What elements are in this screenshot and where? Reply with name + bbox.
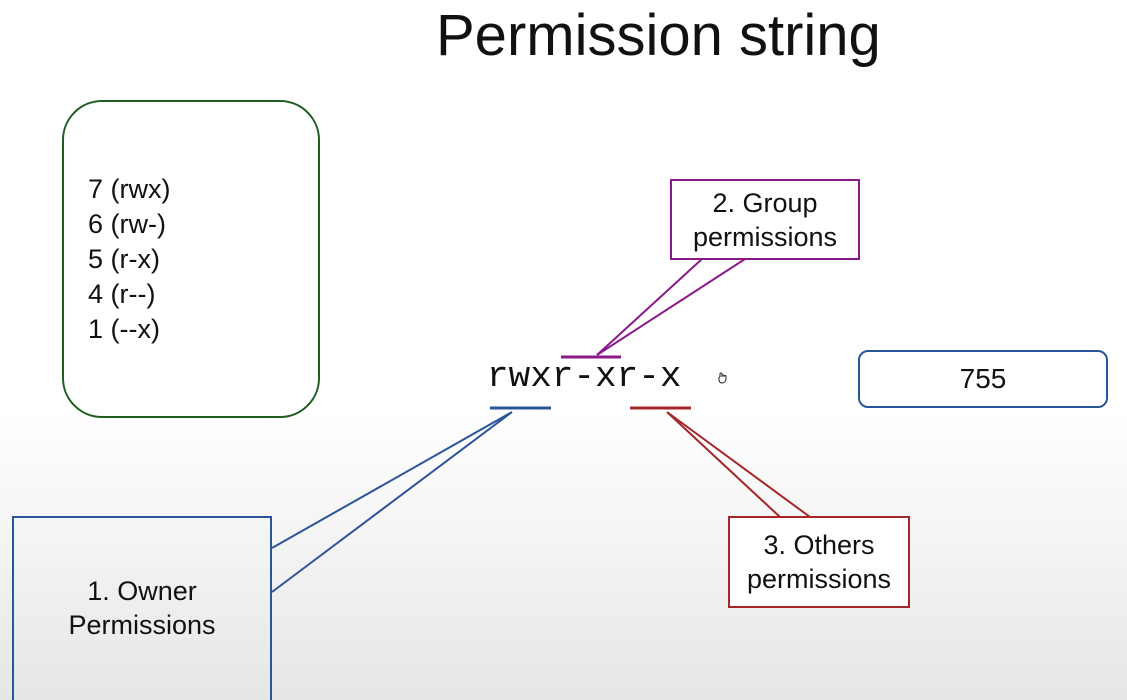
group-permission-part: r-x: [551, 356, 617, 397]
owner-callout-line-1: 1. Owner: [87, 576, 197, 606]
octal-value-4: 4 (r--): [88, 279, 156, 309]
group-pointer: [596, 258, 746, 356]
octal-values-list: 7 (rwx) 6 (rw-) 5 (r-x) 4 (r--) 1 (--x): [88, 172, 171, 347]
octal-value-7: 7 (rwx): [88, 174, 171, 204]
page-title: Permission string: [436, 3, 881, 68]
octal-value-1: 1 (--x): [88, 314, 160, 344]
owner-permission-part: rwx: [487, 356, 552, 397]
others-permissions-callout: 3. Others permissions: [728, 516, 910, 608]
octal-result-value: 755: [959, 363, 1007, 394]
group-callout-line-1: 2. Group: [712, 188, 818, 218]
others-callout-line-1: 3. Others: [763, 530, 875, 560]
others-callout-line-2: permissions: [746, 564, 892, 594]
owner-callout-line-2: Permissions: [68, 610, 216, 640]
others-permission-part: r-x: [616, 356, 682, 397]
hand-cursor-icon: [718, 372, 727, 384]
owner-permissions-callout: 1. Owner Permissions: [12, 516, 272, 700]
group-permissions-callout: 2. Group permissions: [670, 179, 860, 260]
group-callout-line-2: permissions: [692, 222, 838, 252]
permission-string: rwxr-xr-x: [487, 352, 681, 402]
octal-value-5: 5 (r-x): [88, 244, 160, 274]
octal-value-6: 6 (rw-): [88, 209, 166, 239]
owner-pointer: [271, 411, 513, 593]
octal-result-box: 755: [858, 350, 1108, 408]
others-pointer: [666, 411, 811, 518]
octal-values-box: [62, 100, 320, 418]
